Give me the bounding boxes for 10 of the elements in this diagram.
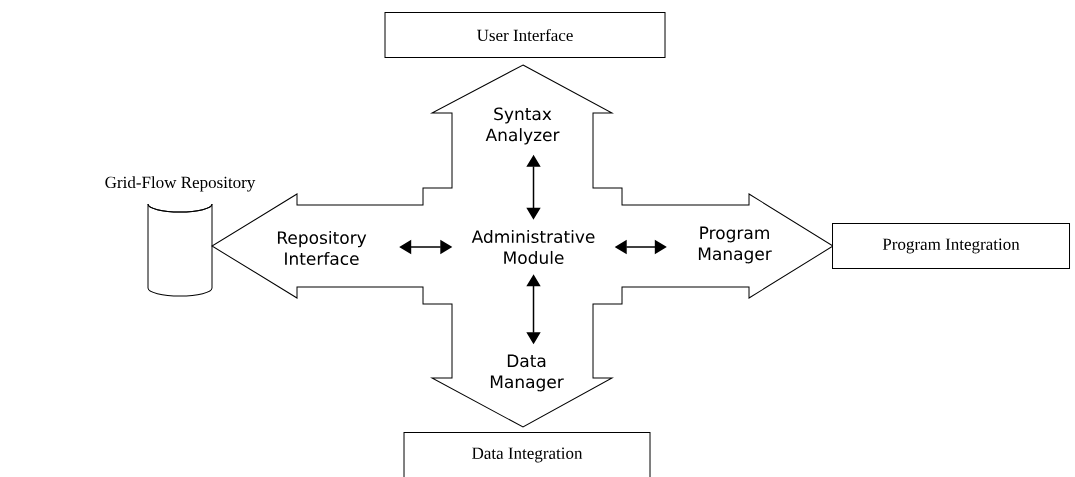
module-label: Syntax Analyzer: [485, 107, 560, 145]
module-label: Program Manager: [698, 226, 772, 264]
module-label: Data Manager: [490, 354, 564, 392]
module-label: Administrative Module: [471, 229, 595, 265]
node-label: Grid-Flow Repository: [105, 176, 256, 192]
process-box: User Interface: [384, 12, 666, 58]
process-box: Program Integration: [832, 223, 1070, 269]
process-box: Data Integration: [403, 432, 651, 477]
database-cylinder: Grid-Flow Repository: [105, 176, 256, 297]
module-label: Repository Interface: [277, 230, 367, 266]
